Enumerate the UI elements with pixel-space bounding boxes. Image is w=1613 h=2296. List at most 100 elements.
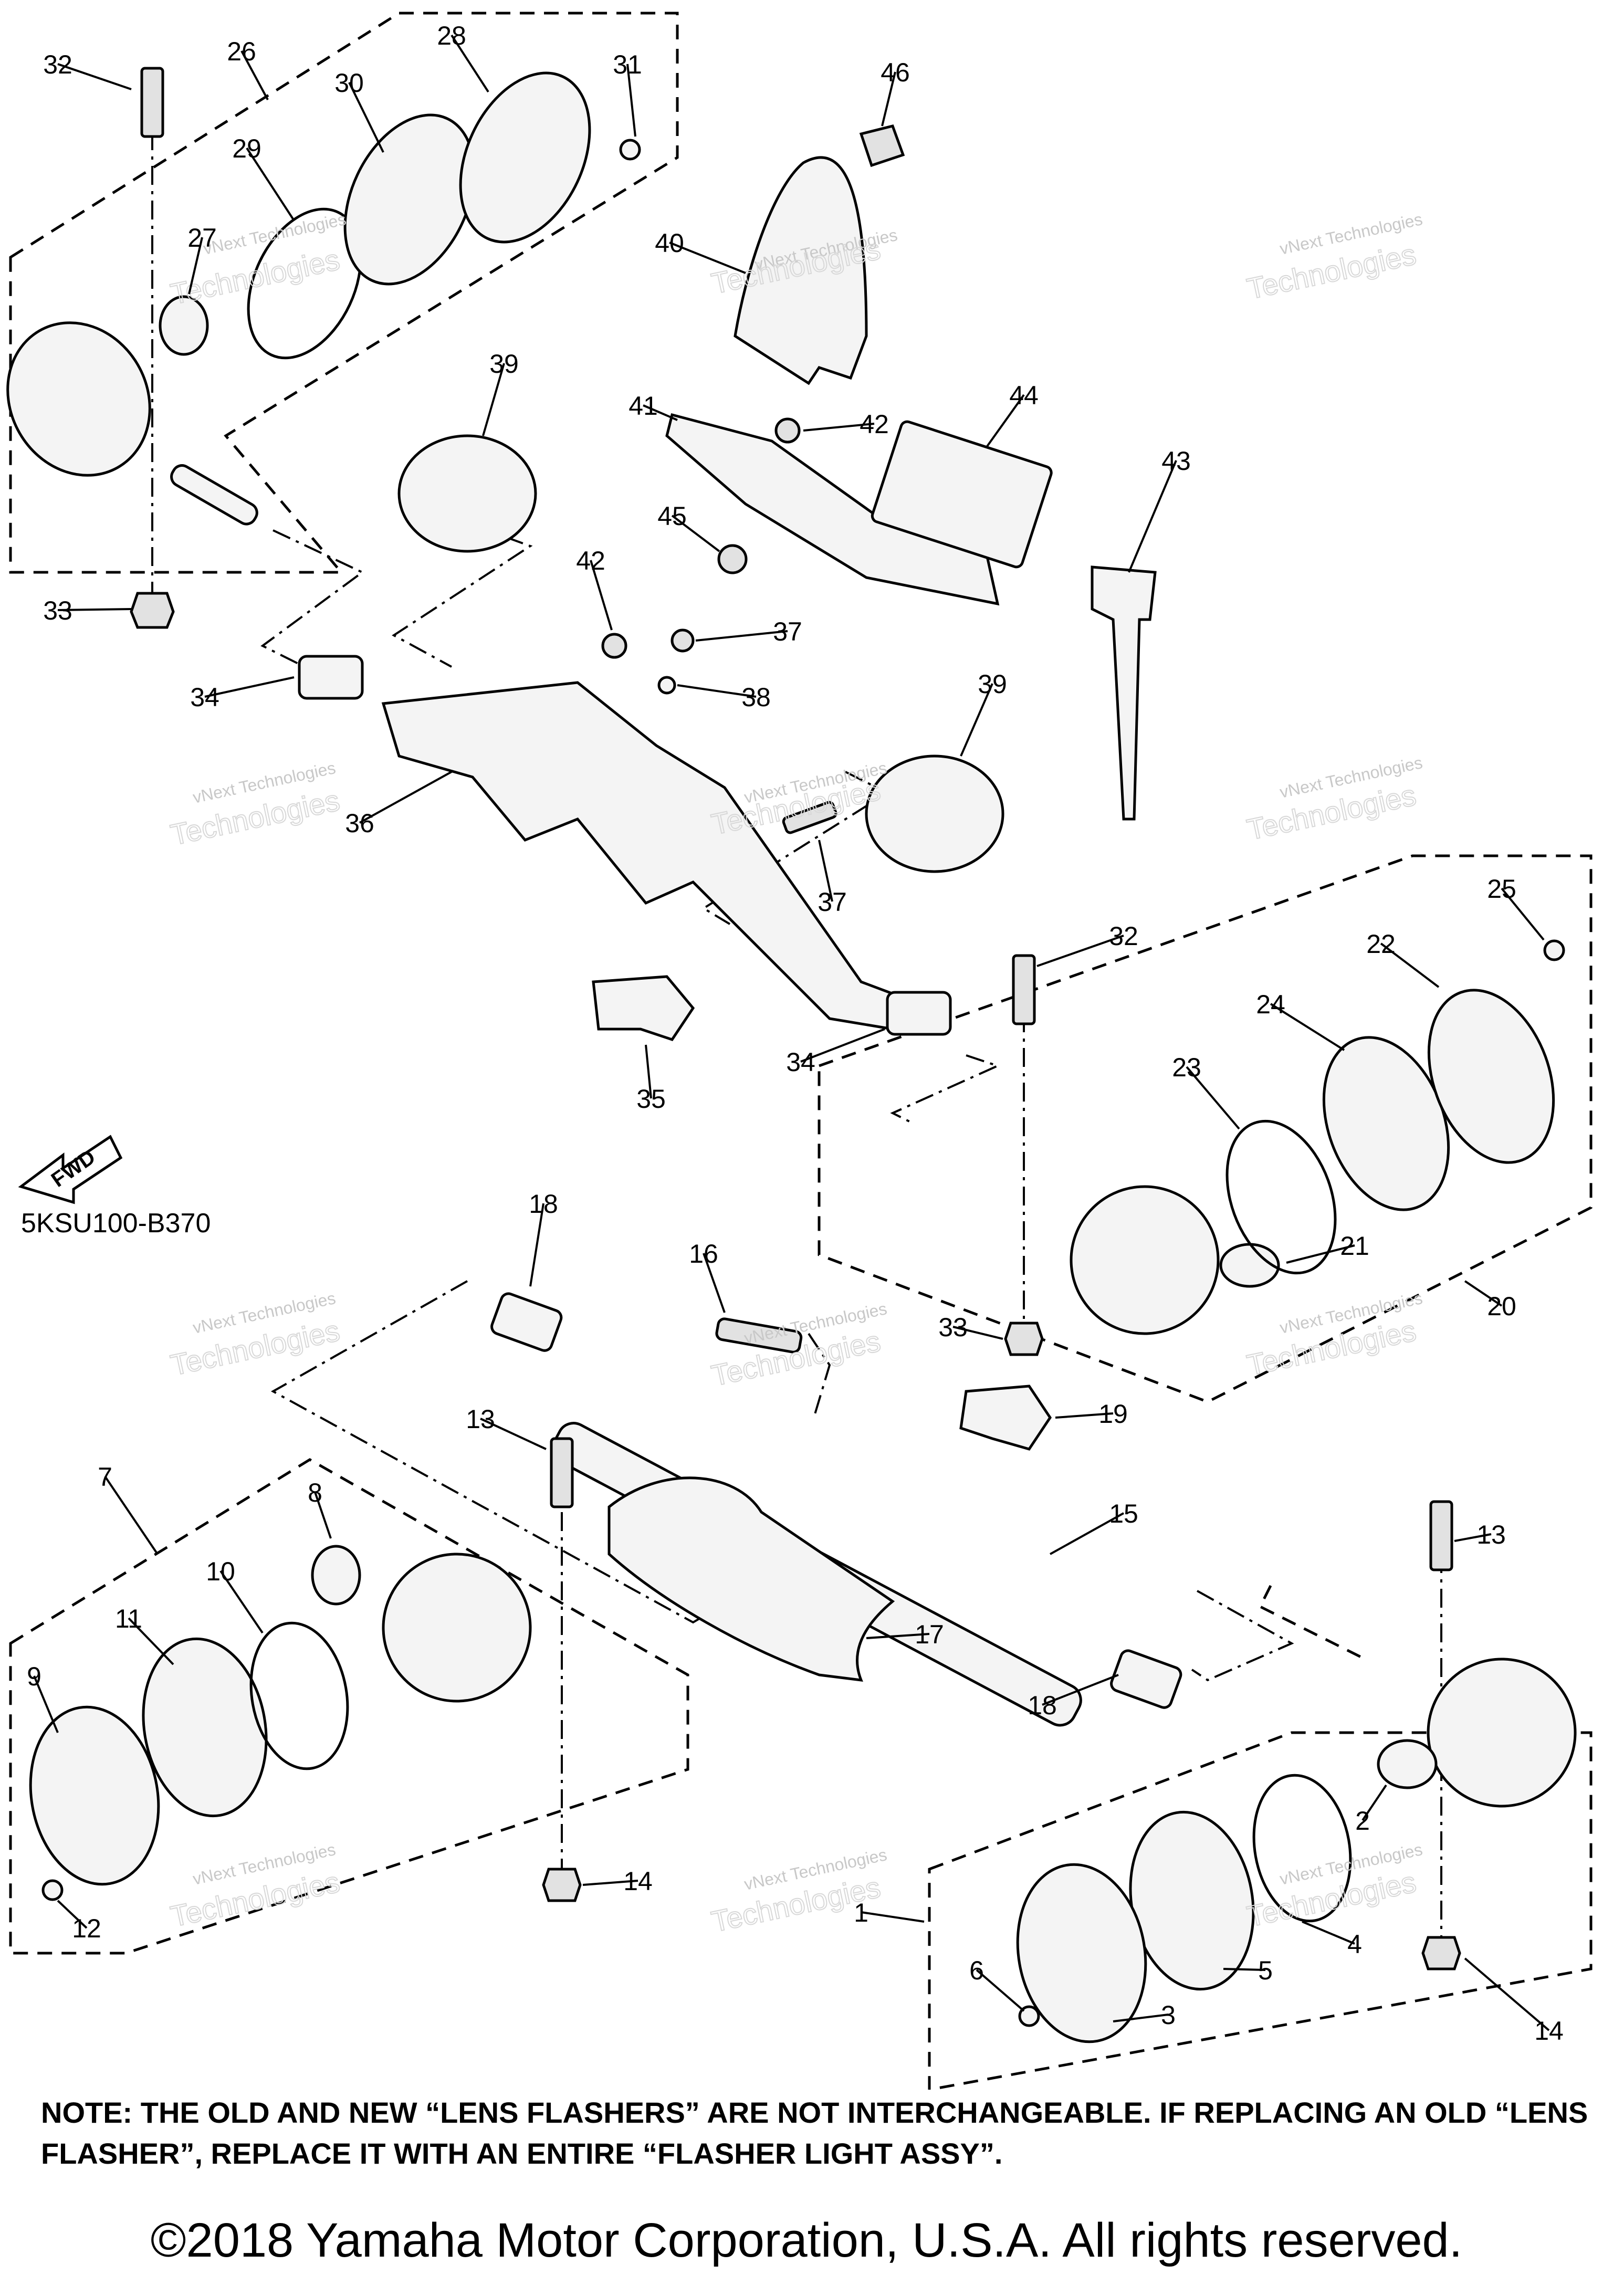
callout-23[interactable]: 23 xyxy=(1172,1053,1201,1082)
callout-34a[interactable]: 34 xyxy=(190,683,219,712)
callout-39b[interactable]: 39 xyxy=(978,669,1007,699)
callout-11[interactable]: 11 xyxy=(115,1604,142,1633)
callout-34b[interactable]: 34 xyxy=(786,1047,815,1077)
callout-8[interactable]: 8 xyxy=(308,1478,322,1507)
callout-1[interactable]: 1 xyxy=(854,1898,868,1927)
bracket-41[interactable] xyxy=(665,413,1000,606)
callout-5[interactable]: 5 xyxy=(1258,1956,1273,1985)
callout-32a[interactable]: 32 xyxy=(43,50,72,79)
callout-19[interactable]: 19 xyxy=(1098,1399,1128,1429)
plate-44[interactable] xyxy=(871,420,1053,569)
callout-39a[interactable]: 39 xyxy=(489,349,519,379)
cap-39-lower[interactable] xyxy=(865,754,1004,873)
callout-37a[interactable]: 37 xyxy=(773,617,802,646)
callout-33b[interactable]: 33 xyxy=(938,1313,968,1342)
callout-28[interactable]: 28 xyxy=(437,21,466,50)
nut-14-left[interactable] xyxy=(542,1868,582,1902)
bulb-27[interactable] xyxy=(159,295,209,356)
callout-46[interactable]: 46 xyxy=(881,58,910,87)
flasher-body-front-left[interactable] xyxy=(363,1534,551,1722)
callout-9[interactable]: 9 xyxy=(27,1662,41,1691)
callout-32b[interactable]: 32 xyxy=(1109,921,1138,951)
collar-34-upper[interactable] xyxy=(298,655,364,700)
callout-43[interactable]: 43 xyxy=(1161,446,1191,476)
gasket-29[interactable] xyxy=(226,191,383,376)
callout-37b[interactable]: 37 xyxy=(818,887,847,917)
callout-12[interactable]: 12 xyxy=(72,1914,101,1943)
callout-15[interactable]: 15 xyxy=(1109,1499,1138,1528)
cover-17[interactable] xyxy=(608,1476,895,1682)
callout-31[interactable]: 31 xyxy=(613,50,642,79)
stay-36[interactable] xyxy=(381,681,905,1031)
bolt-37-upper[interactable] xyxy=(671,628,695,653)
callout-38[interactable]: 38 xyxy=(741,683,771,712)
screw-25[interactable] xyxy=(1543,939,1565,961)
collar-34-lower[interactable] xyxy=(886,991,952,1036)
bolt-16[interactable] xyxy=(715,1317,803,1354)
callout-45[interactable]: 45 xyxy=(657,501,687,531)
clamp-35[interactable] xyxy=(592,975,695,1041)
lens-22[interactable] xyxy=(1406,973,1576,1180)
callout-24[interactable]: 24 xyxy=(1256,990,1285,1019)
rim-11[interactable] xyxy=(130,1629,280,1826)
callout-17[interactable]: 17 xyxy=(915,1620,944,1649)
bulb-21[interactable] xyxy=(1219,1243,1280,1288)
callout-20[interactable]: 20 xyxy=(1487,1292,1516,1321)
callout-44[interactable]: 44 xyxy=(1009,381,1039,410)
bolt-32-lower[interactable] xyxy=(1012,954,1036,1025)
lens-28[interactable] xyxy=(435,52,615,263)
callout-25[interactable]: 25 xyxy=(1487,874,1516,904)
callout-18a[interactable]: 18 xyxy=(529,1189,558,1219)
nut-14-right[interactable] xyxy=(1421,1936,1461,1970)
callout-16[interactable]: 16 xyxy=(689,1239,718,1268)
callout-10[interactable]: 10 xyxy=(206,1557,235,1586)
cover-40[interactable] xyxy=(734,156,868,385)
bolt-42-bracket[interactable] xyxy=(774,417,801,444)
cap-39-upper[interactable] xyxy=(397,434,537,553)
washer-38[interactable] xyxy=(657,676,676,695)
callout-13b[interactable]: 13 xyxy=(1476,1520,1506,1549)
flasher-body-21[interactable] xyxy=(1047,1162,1242,1358)
collar-18-upper[interactable] xyxy=(490,1292,563,1353)
nut-33-lower[interactable] xyxy=(1004,1322,1044,1356)
callout-21[interactable]: 21 xyxy=(1340,1231,1369,1261)
callout-2[interactable]: 2 xyxy=(1355,1806,1370,1836)
callout-40[interactable]: 40 xyxy=(655,228,684,258)
flasher-body-27[interactable] xyxy=(0,297,177,501)
gasket-23[interactable] xyxy=(1207,1106,1355,1288)
bolt-13-right[interactable] xyxy=(1429,1500,1453,1571)
callout-14b[interactable]: 14 xyxy=(1534,2016,1564,2046)
cable-tie-43[interactable] xyxy=(1091,565,1157,821)
callout-36[interactable]: 36 xyxy=(345,809,374,838)
callout-6[interactable]: 6 xyxy=(969,1956,984,1985)
callout-35[interactable]: 35 xyxy=(636,1084,666,1114)
bolt-13-left[interactable] xyxy=(550,1437,574,1508)
nut-45[interactable] xyxy=(717,544,748,574)
callout-42a[interactable]: 42 xyxy=(860,410,889,439)
nut-46[interactable] xyxy=(859,124,905,167)
callout-30[interactable]: 30 xyxy=(334,68,364,98)
callout-13a[interactable]: 13 xyxy=(466,1404,495,1434)
bolt-37-lower[interactable] xyxy=(782,801,837,834)
clamp-19[interactable] xyxy=(959,1385,1052,1451)
bolt-42-stay[interactable] xyxy=(601,633,627,659)
bolt-32-upper[interactable] xyxy=(140,67,164,138)
lens-9[interactable] xyxy=(17,1697,172,1895)
bulb-2[interactable] xyxy=(1377,1739,1438,1789)
callout-14a[interactable]: 14 xyxy=(623,1867,653,1896)
callout-33a[interactable]: 33 xyxy=(43,596,72,625)
callout-3[interactable]: 3 xyxy=(1161,2000,1176,2030)
nut-33-upper[interactable] xyxy=(130,592,175,629)
callout-22[interactable]: 22 xyxy=(1366,929,1396,959)
bulb-8[interactable] xyxy=(311,1545,361,1606)
callout-29[interactable]: 29 xyxy=(232,134,261,163)
collar-18-lower[interactable] xyxy=(1109,1649,1183,1710)
callout-41[interactable]: 41 xyxy=(629,391,658,421)
screw-31[interactable] xyxy=(619,139,641,161)
gasket-10[interactable] xyxy=(240,1615,359,1776)
lens-3[interactable] xyxy=(1004,1854,1159,2052)
rim-30[interactable] xyxy=(319,94,499,305)
callout-26[interactable]: 26 xyxy=(227,37,256,66)
screw-6[interactable] xyxy=(1018,2005,1040,2027)
callout-7[interactable]: 7 xyxy=(98,1462,112,1492)
